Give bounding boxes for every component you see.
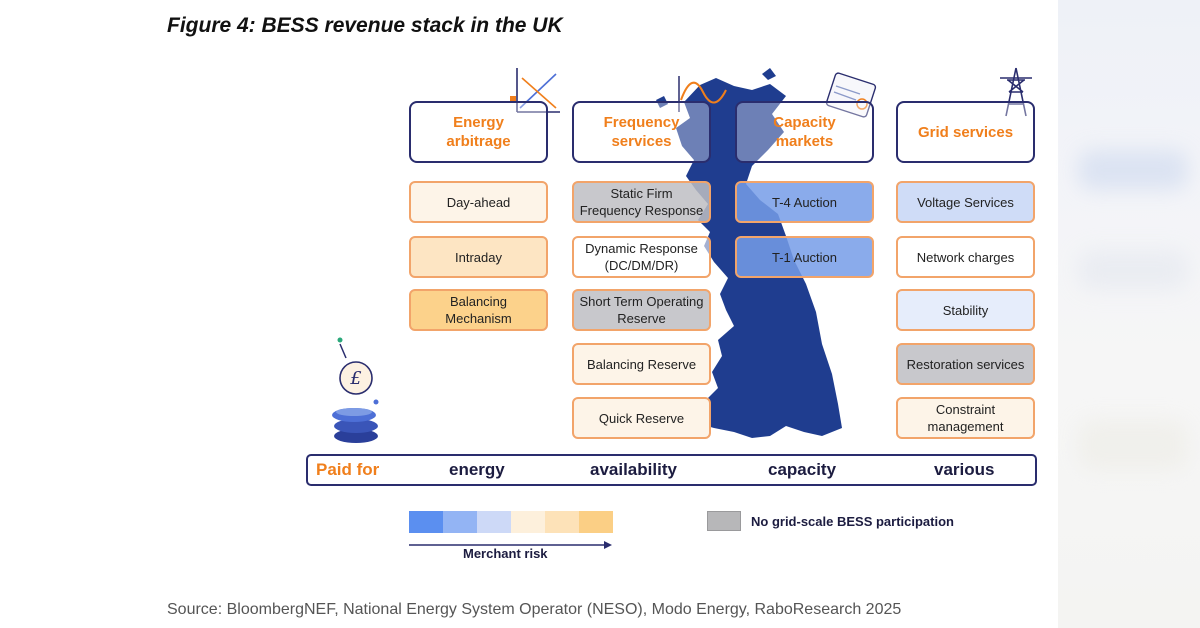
figure-title: Figure 4: BESS revenue stack in the UK bbox=[167, 14, 563, 37]
item-label: Short Term Operating Reserve bbox=[579, 294, 704, 326]
paid-for-availability: availability bbox=[590, 460, 677, 479]
item-voltage-services: Voltage Services bbox=[896, 181, 1035, 223]
item-label: Quick Reserve bbox=[598, 410, 685, 426]
item-label: Balancing Reserve bbox=[586, 356, 697, 372]
merchant-risk-arrow bbox=[409, 541, 612, 549]
island-shape bbox=[762, 68, 776, 80]
item-label: Intraday bbox=[455, 249, 502, 265]
item-day-ahead: Day-ahead bbox=[409, 181, 548, 223]
merchant-risk-label: Merchant risk bbox=[463, 546, 548, 561]
pylon-icon bbox=[1000, 67, 1032, 117]
item-network-charges: Network charges bbox=[896, 236, 1035, 278]
paid-for-capacity: capacity bbox=[768, 460, 837, 479]
paid-for-bar bbox=[306, 454, 1037, 486]
header-label: Grid services bbox=[917, 123, 1014, 141]
header-label: Energy arbitrage bbox=[446, 114, 511, 150]
item-constraint-management: Constraint management bbox=[896, 397, 1035, 439]
paid-for-energy: energy bbox=[449, 460, 505, 479]
item-label: Network charges bbox=[916, 249, 1015, 265]
item-dynamic-response: Dynamic Response (DC/DM/DR) bbox=[572, 236, 711, 278]
risk-scale-swatch bbox=[579, 511, 613, 533]
paid-for-label: Paid for bbox=[316, 460, 380, 479]
item-static-ffr: Static Firm Frequency Response bbox=[572, 181, 711, 223]
header-label: Capacity markets bbox=[773, 114, 836, 150]
risk-scale-swatch bbox=[511, 511, 545, 533]
header-label: Frequency services bbox=[603, 114, 680, 150]
svg-text:£: £ bbox=[349, 368, 361, 389]
item-label: T-1 Auction bbox=[771, 249, 838, 265]
item-t4-auction: T-4 Auction bbox=[735, 181, 874, 223]
item-balancing-mechanism: Balancing Mechanism bbox=[409, 289, 548, 331]
item-intraday: Intraday bbox=[409, 236, 548, 278]
risk-scale-swatch bbox=[409, 511, 443, 533]
risk-scale-swatch bbox=[477, 511, 511, 533]
source-note: Source: BloombergNEF, National Energy Sy… bbox=[167, 601, 902, 618]
certificate-icon bbox=[825, 72, 877, 118]
side-blob bbox=[1078, 420, 1188, 470]
side-blob bbox=[1078, 250, 1188, 290]
item-label: Static Firm Frequency Response bbox=[579, 186, 704, 218]
item-quick-reserve: Quick Reserve bbox=[572, 397, 711, 439]
item-stability: Stability bbox=[896, 289, 1035, 331]
item-label: Dynamic Response (DC/DM/DR) bbox=[585, 241, 698, 273]
risk-scale-swatch bbox=[443, 511, 477, 533]
item-label: Balancing Mechanism bbox=[445, 294, 512, 326]
paid-for-various: various bbox=[934, 460, 995, 479]
header-frequency-services: Frequency services bbox=[572, 101, 711, 163]
no-participation-swatch bbox=[707, 511, 741, 531]
item-restoration-services: Restoration services bbox=[896, 343, 1035, 385]
item-stor: Short Term Operating Reserve bbox=[572, 289, 711, 331]
side-panel bbox=[1058, 0, 1200, 628]
item-balancing-reserve: Balancing Reserve bbox=[572, 343, 711, 385]
item-label: T-4 Auction bbox=[771, 194, 838, 210]
item-label: Constraint management bbox=[927, 402, 1004, 434]
no-participation-label: No grid-scale BESS participation bbox=[751, 514, 954, 529]
item-label: Day-ahead bbox=[446, 194, 511, 210]
header-grid-services: Grid services bbox=[896, 101, 1035, 163]
pound-coin-icon: £ bbox=[332, 337, 379, 443]
header-capacity-markets: Capacity markets bbox=[735, 101, 874, 163]
chart-icon bbox=[510, 68, 560, 113]
sine-wave-icon bbox=[678, 76, 727, 112]
risk-scale-swatch bbox=[545, 511, 579, 533]
header-energy-arbitrage: Energy arbitrage bbox=[409, 101, 548, 163]
item-t1-auction: T-1 Auction bbox=[735, 236, 874, 278]
item-label: Restoration services bbox=[906, 356, 1025, 372]
item-label: Stability bbox=[942, 302, 989, 318]
side-blob bbox=[1078, 150, 1188, 190]
item-label: Voltage Services bbox=[917, 194, 1014, 210]
